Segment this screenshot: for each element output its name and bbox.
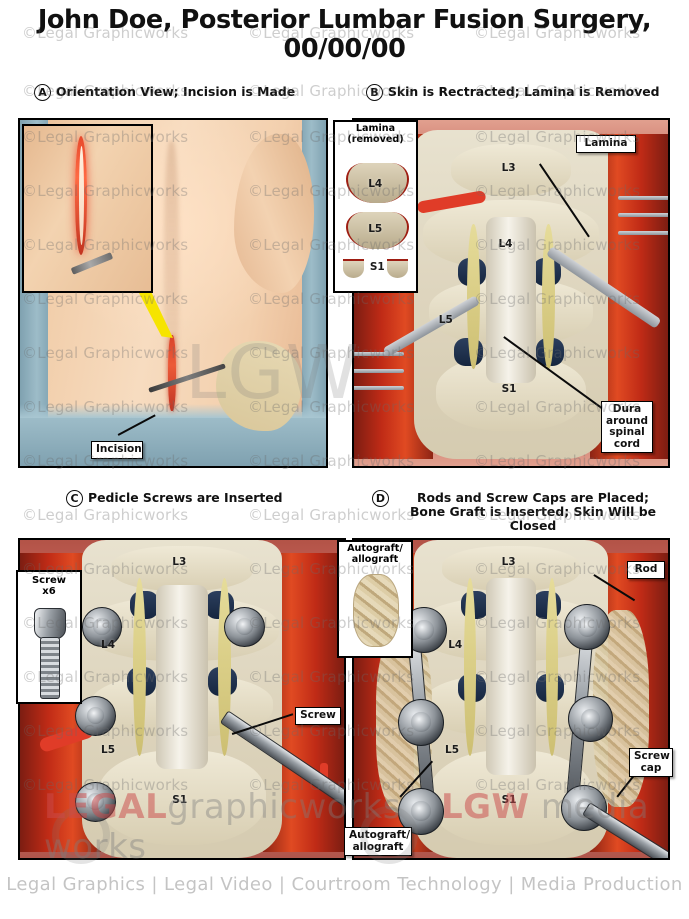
retractor-left-2: [354, 369, 405, 374]
panel-c-vertebra-label-l3: L3: [172, 555, 187, 568]
screw-cap-right-l4: [564, 603, 611, 651]
screw-inset: Screw x6: [16, 570, 82, 704]
panel-b-vertebra-label-l5: L5: [438, 313, 453, 326]
panel-c-vertebra-label-s1: S1: [172, 794, 188, 807]
lamina-fragment-s1-right: [386, 258, 408, 278]
surgeon-gloved-hand: [215, 341, 302, 432]
screw-label: Screw: [295, 707, 341, 725]
panel-d-vertebra-label-s1: S1: [501, 794, 517, 807]
panel-d-vertebra-label-l5: L5: [445, 743, 460, 756]
screw-inset-title: Screw x6: [31, 575, 67, 598]
retractor-right-2: [617, 213, 668, 218]
nerve-root-right-d: [545, 578, 559, 757]
autograft-inset: Autograft/ allograft: [337, 540, 413, 658]
panel-c-letter: C: [66, 490, 83, 507]
panel-c-caption-text: Pedicle Screws are Inserted: [88, 490, 283, 505]
rod-label: Rod: [627, 561, 665, 579]
panel-a-caption-text: Orientation View; Incision is Made: [56, 84, 296, 99]
watermark-text: ©Legal Graphicworks: [22, 506, 189, 524]
panel-d-caption-text: Rods and Screw Caps are Placed; Bone Gra…: [394, 490, 672, 533]
lamina-inset-label-l5: L5: [368, 223, 383, 236]
lamina-fragment-l5: [346, 211, 409, 249]
panel-b-vertebra-label-s1: S1: [501, 382, 517, 395]
lamina-label: Lamina: [576, 135, 636, 153]
lamina-inset-label-s1: S1: [369, 260, 385, 273]
lamina-inset-label-l4: L4: [368, 177, 383, 190]
screw-cap-label: Screw cap: [629, 748, 673, 778]
screw-cap-left-s1: [397, 788, 444, 835]
panel-b-vertebra-label-l4: L4: [498, 237, 513, 250]
title-line-2: 00/00/00: [283, 34, 406, 64]
vertebra-l3: [451, 144, 571, 197]
dura-label: Dura around spinal cord: [601, 401, 653, 454]
screw-tulip-head: [34, 608, 66, 639]
incision-site: [168, 334, 176, 411]
lamina-fragment-l4: [346, 162, 409, 204]
nerve-root-right: [542, 223, 555, 370]
panel-c-vertebra-label-l4: L4: [101, 638, 115, 651]
nerve-root-left-c: [133, 578, 147, 757]
panel-c-vertebra-label-l5: L5: [101, 743, 115, 756]
spine-contour-shadow: [163, 140, 180, 411]
panel-b-letter: B: [366, 84, 383, 101]
incision-label: Incision: [91, 441, 143, 459]
retractor-right-3: [617, 230, 668, 235]
screw-cap-right-l5: [567, 695, 614, 743]
panel-d-vertebra-label-l4: L4: [448, 638, 463, 651]
patient-arm: [234, 133, 314, 293]
panel-d-caption-line-2: Bone Graft is Inserted; Skin Will be Clo…: [409, 504, 657, 533]
panel-b-caption: B Skin is Rectracted; Lamina is Removed: [366, 84, 660, 101]
pedicle-screw-head-left-l4: [81, 606, 123, 647]
panel-c-caption: C Pedicle Screws are Inserted: [66, 490, 283, 507]
closeup-incision-interior: [78, 145, 84, 245]
page-title: John Doe, Posterior Lumbar Fusion Surger…: [0, 6, 689, 64]
autograft-inset-title: Autograft/ allograft: [347, 543, 403, 565]
retractor-right-1: [617, 196, 668, 201]
bone-graft-sample: [353, 573, 399, 647]
vertebra-l3-c: [110, 546, 254, 591]
retractor-left-1: [354, 351, 405, 356]
panel-a-orientation-view: [18, 118, 328, 468]
panel-a-letter: A: [34, 84, 51, 101]
lamina-removed-inset-title: Lamina (removed): [347, 123, 404, 145]
panel-b-vertebra-label-l3: L3: [501, 161, 516, 174]
retractor-left-3: [354, 386, 405, 391]
screw-threaded-shaft: [40, 637, 60, 699]
lamina-fragment-s1-left: [343, 258, 365, 278]
lamina-removed-inset: Lamina (removed) L4 L5 S1: [333, 120, 418, 293]
autograft-label: Autograft/ allograft: [344, 827, 412, 857]
panel-d-letter: D: [372, 490, 389, 507]
nerve-root-right-c: [217, 578, 231, 757]
panel-d-vertebra-label-l3: L3: [501, 555, 516, 568]
panel-d-caption: D Rods and Screw Caps are Placed; Bone G…: [372, 490, 672, 533]
screw-cap-left-l5: [397, 699, 444, 746]
footer-tagline: Legal Graphics | Legal Video | Courtroom…: [6, 874, 683, 895]
nerve-root-left-d: [463, 578, 477, 757]
incision-closeup-inset: [22, 124, 153, 293]
panel-a-caption: A Orientation View; Incision is Made: [34, 84, 295, 101]
dura-spinal-cord-c: [156, 584, 208, 769]
panel-b-caption-text: Skin is Rectracted; Lamina is Removed: [388, 84, 660, 99]
title-line-1: John Doe, Posterior Lumbar Fusion Surger…: [37, 5, 652, 35]
pedicle-screw-head-right-l4: [224, 606, 265, 647]
pedicle-screw-head-left-s1: [75, 781, 116, 822]
dura-spinal-cord-d: [485, 578, 537, 776]
panel-d-caption-line-1: Rods and Screw Caps are Placed;: [417, 490, 649, 505]
